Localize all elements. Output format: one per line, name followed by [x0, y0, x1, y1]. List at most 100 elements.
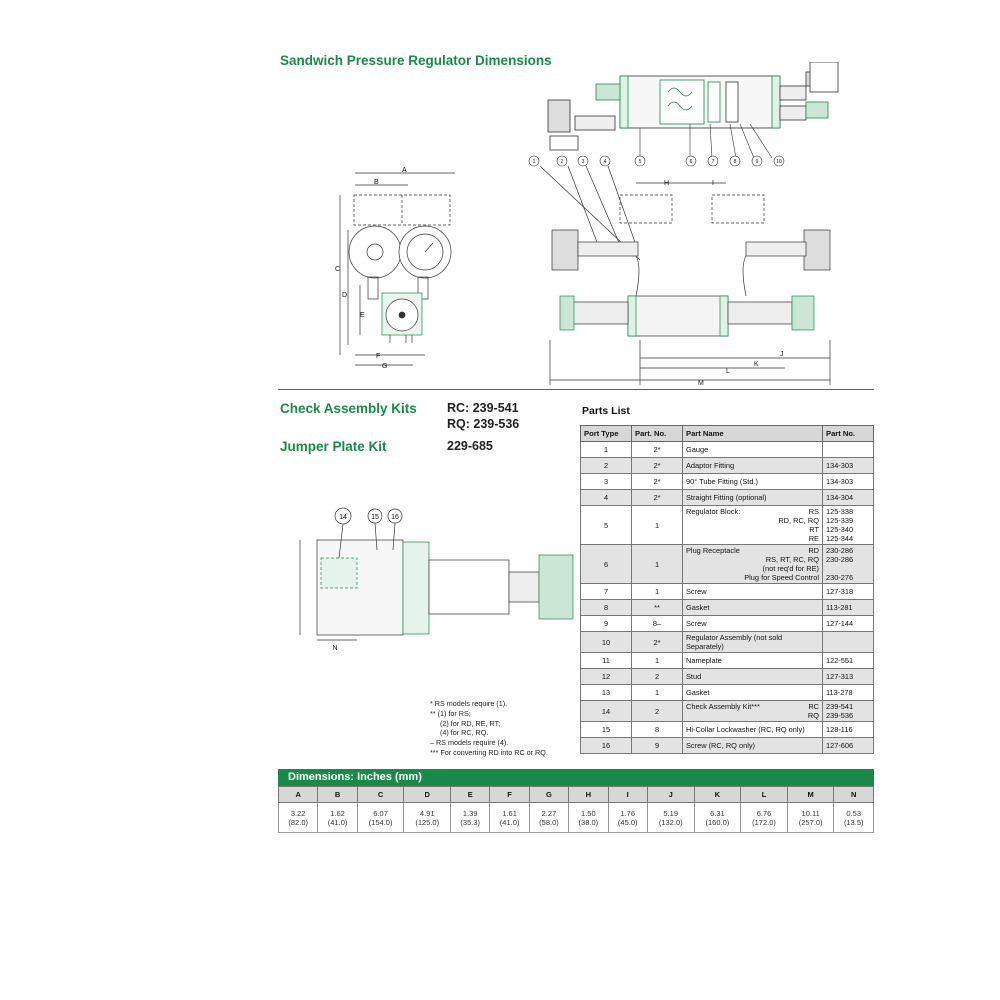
part-number: 113-281	[822, 599, 874, 616]
part-number	[822, 441, 874, 458]
dim-inches: 10.11	[801, 808, 820, 818]
parts-list-table: Port Type Part. No. Part Name Part No. 1…	[580, 425, 874, 754]
part-qty: 2	[631, 668, 683, 685]
port-type: 8	[580, 599, 632, 616]
dim-inches: 6.76	[756, 808, 772, 818]
top-assembly-drawing	[547, 62, 839, 159]
jumper-plate-kit-title: Jumper Plate Kit	[280, 439, 387, 454]
part-qty: 9	[631, 737, 683, 754]
part-number: 134-304	[822, 489, 874, 506]
part-qty: 1	[631, 544, 683, 584]
part-name: Check Assembly Kit***RC RQ	[682, 700, 823, 722]
port-type: 7	[580, 583, 632, 600]
col-header: Part. No.	[631, 425, 683, 442]
part-variant: RD RS, RT, RC, RQ (not req'd for RE) Plu…	[744, 546, 819, 582]
dim-mm: (257.0)	[798, 817, 823, 827]
part-qty: 2*	[631, 631, 683, 653]
dim-value: 4.91(125.0)	[403, 802, 452, 833]
part-name-text: 90° Tube Fitting (Std.)	[686, 477, 758, 486]
svg-text:I: I	[712, 180, 714, 187]
part-qty: 2*	[631, 473, 683, 490]
part-name-text: Screw (RC, RQ only)	[686, 741, 755, 750]
part-qty: 2*	[631, 457, 683, 474]
part-name-text: Screw	[686, 619, 707, 628]
svg-text:J: J	[780, 351, 784, 358]
part-qty: 2*	[631, 489, 683, 506]
svg-text:2: 2	[561, 159, 564, 165]
svg-text:14: 14	[339, 514, 347, 521]
dim-value: 3.22(82.0)	[277, 802, 319, 833]
svg-text:H: H	[664, 180, 669, 187]
dim-inches: 1.50	[581, 808, 596, 818]
dim-header: K	[693, 786, 742, 803]
part-name-text: Plug Receptacle	[686, 546, 740, 555]
dim-header: C	[356, 786, 405, 803]
svg-text:3: 3	[582, 159, 585, 165]
part-name-text: Straight Fitting (optional)	[686, 493, 767, 502]
part-name-text: Stud	[686, 672, 702, 681]
port-type: 12	[580, 668, 632, 685]
part-qty: 1	[631, 505, 683, 545]
dim-value: 5.19(132.0)	[646, 802, 695, 833]
dim-inches: 3.22	[290, 808, 306, 818]
part-number: 127-144	[822, 615, 874, 632]
port-type: 10	[580, 631, 632, 653]
part-number: 239-541 239-536	[822, 700, 874, 722]
svg-text:6: 6	[690, 159, 693, 165]
dim-header: M	[786, 786, 835, 803]
dim-mm: (172.0)	[752, 817, 776, 827]
dim-value: 2.27(58.0)	[528, 802, 570, 833]
svg-text:F: F	[376, 353, 380, 360]
dim-header: L	[740, 786, 788, 803]
dim-mm: (41.0)	[499, 817, 520, 827]
dim-value: 1.61(41.0)	[489, 802, 530, 833]
part-qty: 1	[631, 652, 683, 669]
part-name-text: Screw	[686, 587, 707, 596]
svg-text:M: M	[698, 380, 704, 385]
part-name: Gasket	[682, 599, 823, 616]
col-header: Part No.	[822, 425, 874, 442]
footnote: – RS models require (4).	[430, 738, 509, 748]
part-name: Plug Receptacle RD RS, RT, RC, RQ (not re…	[682, 544, 823, 584]
dim-mm: (41.0)	[327, 817, 348, 827]
dim-header: E	[450, 786, 491, 803]
dim-mm: (13.5)	[843, 817, 864, 827]
port-type: 11	[580, 652, 632, 669]
part-name: Regulator Assembly (not sold Separately)	[682, 631, 823, 653]
footnote: * RS models require (1).	[430, 699, 508, 708]
part-name-text: Gasket	[686, 688, 710, 697]
check-assembly-kits-title: Check Assembly Kits	[280, 401, 417, 416]
part-variant: RC RQ	[807, 702, 819, 720]
part-qty: 2	[631, 700, 683, 722]
dim-value: 1.50(38.0)	[568, 802, 609, 833]
col-header: Port Type	[580, 425, 632, 442]
part-number: 127-313	[822, 668, 874, 685]
port-type: 13	[580, 684, 632, 701]
dim-mm: (82.0)	[288, 817, 308, 827]
dim-header: I	[607, 786, 648, 803]
port-type: 16	[580, 737, 632, 754]
part-number: 122-551	[822, 652, 874, 669]
svg-text:N: N	[332, 645, 337, 652]
footnote: (2) for RD, RE, RT;	[440, 718, 501, 728]
part-qty: 1	[631, 684, 683, 701]
part-qty: **	[631, 599, 683, 616]
front-view-drawing: ABC DEF G	[335, 167, 455, 370]
part-name: Nameplate	[682, 652, 823, 669]
part-name-text: Adaptor Fitting	[686, 461, 735, 470]
svg-text:1: 1	[533, 159, 536, 165]
part-number	[822, 631, 874, 653]
dim-inches: 0.53	[846, 808, 862, 818]
part-qty: 2*	[631, 441, 683, 458]
